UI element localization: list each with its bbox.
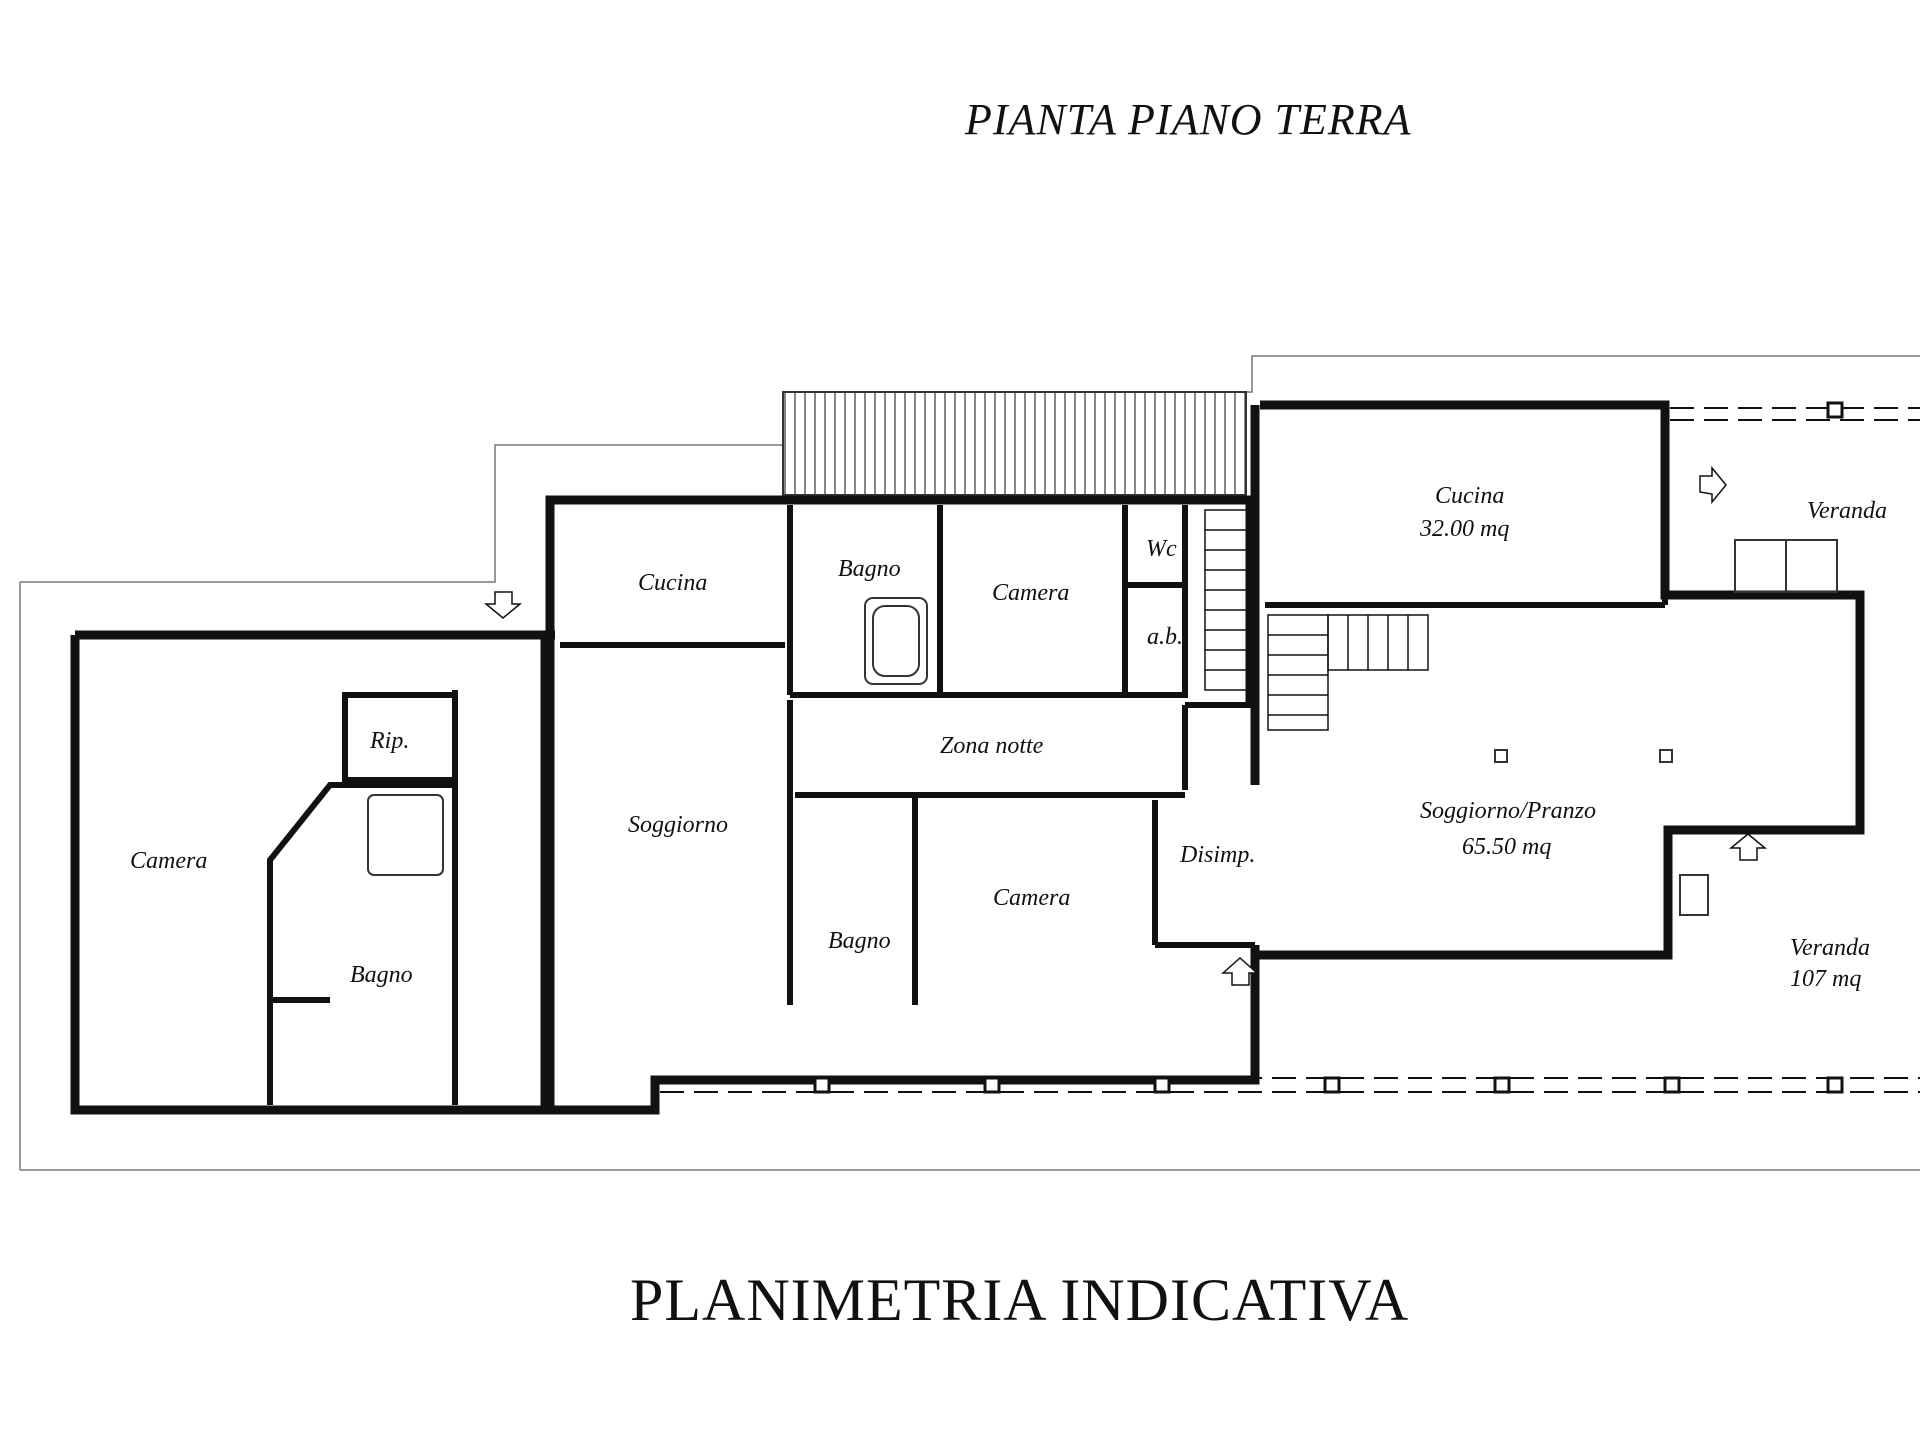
interior-walls: [267, 505, 1668, 1105]
room-disimp: Disimp.: [1179, 842, 1255, 868]
room-veranda-bottom-name: Veranda: [1790, 935, 1870, 961]
terrace-hatch: [782, 391, 1247, 496]
plan-title: PIANTA PIANO TERRA: [965, 95, 1412, 144]
room-veranda-bottom-area: 107 mq: [1790, 966, 1861, 992]
exterior-walls: [70, 400, 1865, 1115]
room-bagno-top: Bagno: [838, 556, 901, 582]
veranda-posts: [813, 401, 1844, 1094]
room-wc: Wc: [1146, 536, 1177, 562]
room-cucina-large-area: 32.00 mq: [1419, 516, 1509, 542]
stairs: [1204, 509, 1429, 731]
room-bagno-left: Bagno: [350, 962, 413, 988]
room-cucina-small: Cucina: [638, 570, 707, 596]
veranda-edge: [660, 407, 1920, 1093]
room-camera-left: Camera: [130, 848, 207, 874]
room-soggiorno-pranzo-name: Soggiorno/Pranzo: [1420, 798, 1596, 824]
room-soggiorno-pranzo-area: 65.50 mq: [1462, 834, 1551, 860]
room-camera-mid: Camera: [993, 885, 1070, 911]
room-labels: Camera Rip. Bagno Cucina Bagno Camera Wc…: [130, 483, 1887, 992]
room-zona-notte: Zona notte: [940, 733, 1044, 759]
room-camera-top: Camera: [992, 580, 1069, 606]
room-soggiorno: Soggiorno: [628, 812, 728, 838]
entrance-arrows: [483, 465, 1768, 986]
footer-title: PLANIMETRIA INDICATIVA: [630, 1267, 1410, 1333]
room-veranda-top: Veranda: [1807, 498, 1887, 524]
room-bagno-mid: Bagno: [828, 928, 891, 954]
room-cucina-large-name: Cucina: [1435, 483, 1504, 509]
room-rip: Rip.: [369, 728, 409, 754]
fixtures: [367, 539, 1838, 916]
room-ab: a.b.: [1147, 624, 1183, 650]
